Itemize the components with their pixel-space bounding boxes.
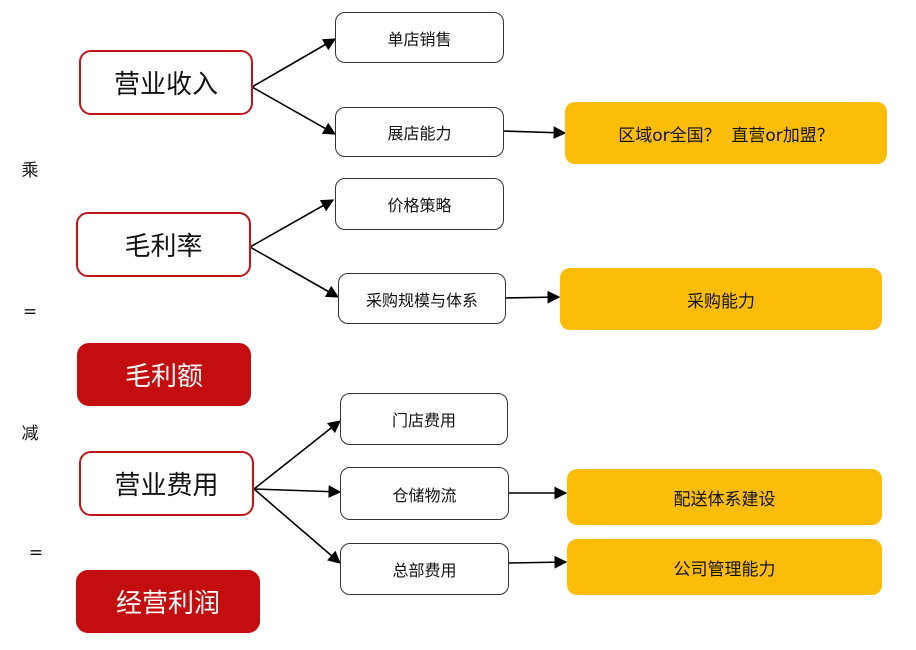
store-expense-box: 门店费用 xyxy=(340,393,508,445)
gross-profit-label: 毛利额 xyxy=(124,362,203,392)
distribution-system-label: 配送体系建设 xyxy=(673,489,776,510)
operator-multiply: 乘 xyxy=(21,161,39,181)
procurement-scale-label: 采购规模与体系 xyxy=(365,290,478,310)
operating-profit-label: 经营利润 xyxy=(115,589,220,619)
arrow-expense-to-hq xyxy=(253,488,341,564)
pricing-strategy-label: 价格策略 xyxy=(387,196,452,215)
arrow-revenue-to-single-store xyxy=(251,38,337,88)
revenue-box: 营业收入 xyxy=(79,50,253,115)
pricing-strategy-box: 价格策略 xyxy=(335,178,504,230)
warehouse-logistics-label: 仓储物流 xyxy=(392,485,457,505)
distribution-system-box: 配送体系建设 xyxy=(567,469,882,525)
arrow-margin-to-pricing xyxy=(249,199,335,248)
arrow-revenue-to-expansion xyxy=(251,86,337,135)
expansion-ability-box: 展店能力 xyxy=(335,107,504,157)
arrow-expense-to-warehouse xyxy=(253,485,342,498)
procurement-scale-box: 采购规模与体系 xyxy=(338,273,506,324)
gross-margin-rate-box: 毛利率 xyxy=(76,212,251,277)
revenue-label: 营业收入 xyxy=(113,70,218,100)
operating-expense-label: 营业费用 xyxy=(114,471,219,501)
operating-profit-box: 经营利润 xyxy=(76,570,260,633)
procurement-ability-box: 采购能力 xyxy=(560,268,882,330)
arrow-margin-to-procurement xyxy=(249,246,340,298)
procurement-ability-label: 采购能力 xyxy=(687,291,755,312)
store-expense-label: 门店费用 xyxy=(391,411,456,430)
hq-expense-label: 总部费用 xyxy=(392,561,457,580)
operating-expense-box: 营业费用 xyxy=(79,451,254,516)
operator-equals: = xyxy=(22,302,38,322)
single-store-sales-box: 单店销售 xyxy=(335,12,504,63)
operator-minus: 减 xyxy=(21,424,39,444)
single-store-sales-label: 单店销售 xyxy=(387,29,452,49)
arrow-expense-to-store xyxy=(253,420,342,490)
hq-expense-box: 总部费用 xyxy=(340,543,509,595)
arrow-expansion-to-region xyxy=(502,126,567,140)
operator-equals: = xyxy=(28,543,44,563)
gross-margin-rate-label: 毛利率 xyxy=(124,232,203,262)
expansion-ability-label: 展店能力 xyxy=(387,124,452,143)
company-management-box: 公司管理能力 xyxy=(567,539,882,595)
region-or-direct-label: 区域or全国？ 直营or加盟？ xyxy=(618,125,834,146)
warehouse-logistics-box: 仓储物流 xyxy=(340,467,509,520)
arrow-procurement-to-ability xyxy=(505,290,561,304)
region-or-direct-box: 区域or全国？ 直营or加盟？ xyxy=(565,102,887,164)
gross-profit-box: 毛利额 xyxy=(77,343,251,406)
arrow-hq-to-management xyxy=(508,555,568,569)
company-management-label: 公司管理能力 xyxy=(673,559,776,580)
